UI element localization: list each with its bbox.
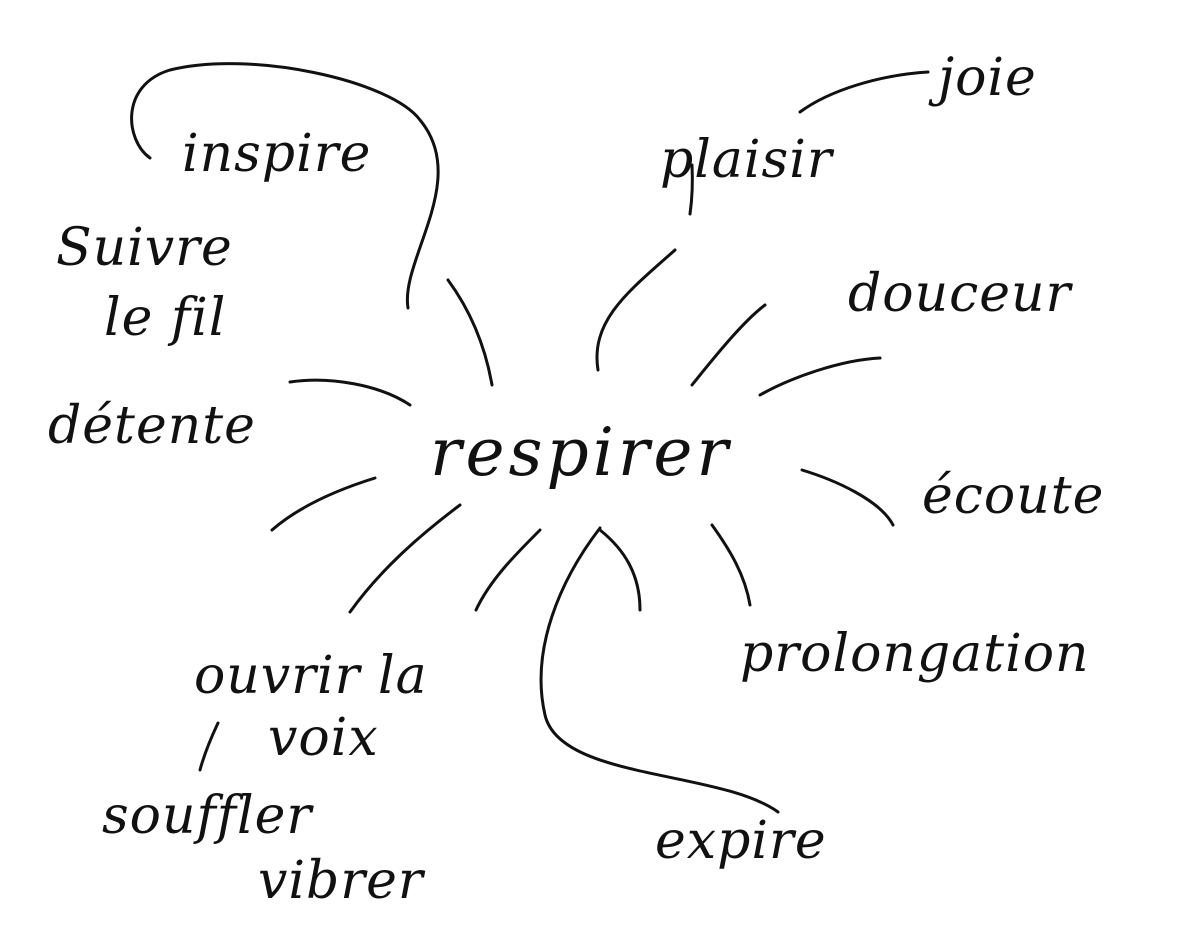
word-ecoute: écoute [922, 466, 1105, 526]
ray-lower-right [710, 523, 752, 607]
word-voix: voix [268, 708, 379, 768]
slash-separator [198, 721, 220, 772]
word-suivre: Suivre [56, 218, 233, 278]
word-ouvrir-la: ouvrir la [194, 646, 428, 706]
word-expire: expire [655, 811, 827, 871]
word-douceur: douceur [848, 264, 1072, 324]
word-prolongation: prolongation [740, 624, 1090, 684]
ray-lower-mid [598, 528, 642, 612]
line-plaisir-stem [688, 163, 694, 216]
word-plaisir: plaisir [660, 130, 833, 190]
word-le-fil: le fil [104, 288, 227, 348]
word-souffler: souffler [102, 786, 313, 846]
word-inspire: inspire [182, 124, 372, 184]
ray-plaisir [595, 248, 677, 372]
ray-douceur-low [758, 356, 882, 397]
ray-douceur-high [690, 303, 767, 387]
word-vibrer: vibrer [258, 851, 424, 911]
ray-left-lower [270, 476, 377, 532]
word-detente: détente [48, 396, 256, 456]
ray-lower-left-2 [474, 528, 542, 612]
center-word-respirer: respirer [430, 414, 732, 491]
ray-upper-left [446, 278, 494, 387]
word-joie: joie [938, 48, 1037, 108]
line-expire [539, 526, 780, 814]
ray-ecoute [800, 468, 895, 527]
loop-line-inspire [130, 62, 440, 310]
ray-lower-left-1 [348, 503, 462, 614]
ray-detente [288, 378, 412, 407]
line-joie [798, 70, 930, 114]
